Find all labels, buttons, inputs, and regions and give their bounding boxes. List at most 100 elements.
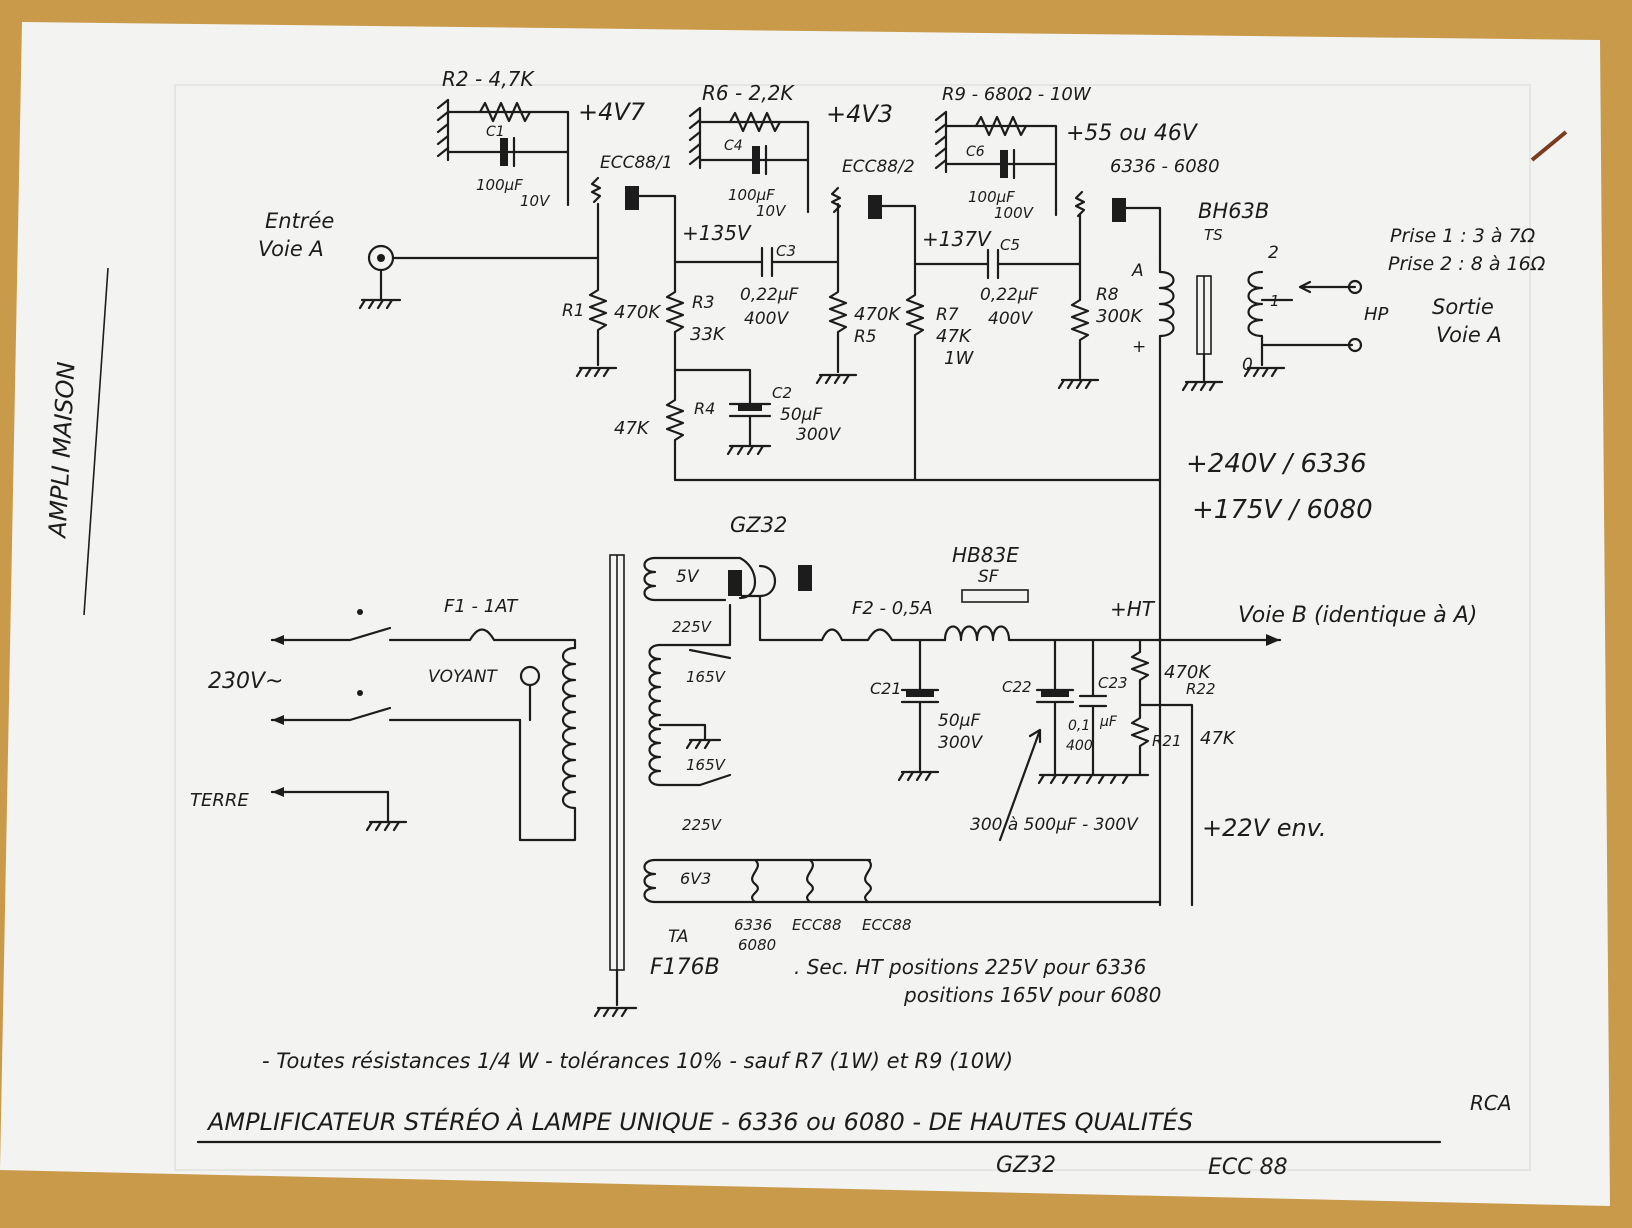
label-output-transformer-2: TS [1204,226,1223,244]
rectifier-gz32 [728,556,947,642]
label-5v: 5V [676,567,700,587]
label-note-2: positions 165V pour 6080 [903,983,1161,1007]
label-f1: F1 - 1AT [444,596,519,617]
tube-6336 [1074,190,1162,264]
label-output-transformer: BH63B [1198,199,1269,223]
resistor-r8 [1057,262,1100,390]
label-choke-2: SF [978,567,999,587]
label-note-1: . Sec. HT positions 225V pour 6336 [794,955,1146,979]
label-prise-1: Prise 1 : 3 à 7Ω [1390,225,1536,247]
label-r4-value: 47K [614,418,650,439]
cathode-network-3 [934,110,1058,217]
label-rca: RCA [1470,1091,1512,1115]
label-r22: R22 [1186,680,1216,698]
label-r9: R9 - 680Ω - 10W [942,84,1092,105]
label-v47: +4V7 [578,98,646,126]
label-v22: +22V env. [1202,814,1327,842]
label-r22-value: 470K [1164,662,1211,683]
label-output-2: Voie A [1436,323,1502,347]
label-225v-bottom: 225V [682,816,723,834]
label-c1-value: 100µF [476,176,523,194]
tube-ecc88-2 [830,186,917,266]
label-tap-1: 1 [1270,292,1280,310]
label-tap-0: 0 [1242,355,1253,375]
input-jack [358,244,600,310]
label-165v-top: 165V [686,668,727,686]
label-ht-6080: +175V / 6080 [1192,495,1373,525]
label-r2: R2 - 4,7K [442,67,535,91]
label-c22: C22 [1002,678,1032,696]
label-r4: R4 [694,399,715,418]
label-choke: HB83E [952,543,1019,567]
label-c21-value: 50µF [938,711,980,731]
label-c23-voltage: 400 [1066,738,1093,754]
label-r7-value: 47K [936,326,972,347]
label-prise-2: Prise 2 : 8 à 16Ω [1388,253,1546,275]
label-tube-2: ECC88/2 [842,157,915,177]
label-ta: TA [668,927,688,947]
label-c21-voltage: 300V [938,733,983,753]
label-c5-voltage: 400V [988,309,1033,329]
page-title: AMPLIFICATEUR STÉRÉO À LAMPE UNIQUE - 63… [206,1107,1193,1136]
resistor-r1 [575,202,618,378]
label-reservoir-cap: 300 à 500µF - 300V [970,815,1139,835]
label-c6-voltage: 100V [994,204,1035,222]
label-c3-voltage: 400V [744,309,789,329]
label-input-2: Voie A [258,237,324,261]
label-c23-value: 0,1 [1068,718,1090,734]
resistor-r3-r4 [665,260,1162,482]
label-c6: C6 [966,144,985,160]
cathode-network-2 [688,106,810,214]
label-ht: +HT [1110,597,1156,621]
label-c6-value: 100µF [968,188,1015,206]
label-lamp: VOYANT [428,667,498,687]
label-c4-value: 100µF [728,186,775,204]
label-c1: C1 [486,124,505,140]
label-6v3: 6V3 [680,869,711,888]
label-input-1: Entrée [265,209,334,233]
label-c23: C23 [1098,674,1128,692]
label-c1-voltage: 10V [520,192,551,210]
label-mains: 230V~ [208,669,283,694]
tube-ecc88-1 [590,176,677,264]
mains-input [270,609,577,842]
footnote: - Toutes résistances 1/4 W - tolérances … [262,1049,1013,1073]
label-c4-voltage: 10V [756,202,787,220]
cathode-network-1 [436,98,570,207]
choke-filter [897,589,1282,907]
label-f2: F2 - 0,5A [852,598,933,619]
label-bottom-gz32: GZ32 [996,1153,1056,1178]
label-fil-ecc88-1: ECC88 [792,916,842,934]
label-r21-value: 47K [1200,728,1236,749]
label-gz32: GZ32 [730,513,787,537]
label-r8: R8 [1096,285,1119,305]
label-c4: C4 [724,138,743,154]
label-r3-value: 33K [690,324,726,345]
ghost-page-frame [174,84,1531,1171]
label-fil-6336: 6336 [734,916,772,934]
label-fil-ecc88-2: ECC88 [862,916,912,934]
label-r6: R6 - 2,2K [702,81,795,105]
paper-sheet [0,22,1610,1206]
label-c2: C2 [772,384,792,402]
output-transformer [1158,260,1363,482]
label-voie-b: Voie B (identique à A) [1238,603,1477,628]
label-tube-3: 6336 - 6080 [1110,156,1220,177]
label-v135: +135V [682,221,752,245]
label-fil-6080: 6080 [738,936,776,954]
label-r8-value: 300K [1096,306,1143,327]
label-bottom-ecc88: ECC 88 [1208,1155,1288,1180]
resistor-r7 [905,262,925,482]
label-c5: C5 [1000,236,1020,254]
label-r1-value: 470K [614,302,661,323]
label-r7: R7 [936,305,959,325]
resistor-r5 [815,260,858,385]
label-ta-model: F176B [650,955,720,980]
label-r21: R21 [1152,732,1182,750]
side-note-line [83,267,109,616]
label-r5: R5 [854,327,877,347]
power-transformer [593,554,1162,1018]
label-c21: C21 [870,679,902,698]
